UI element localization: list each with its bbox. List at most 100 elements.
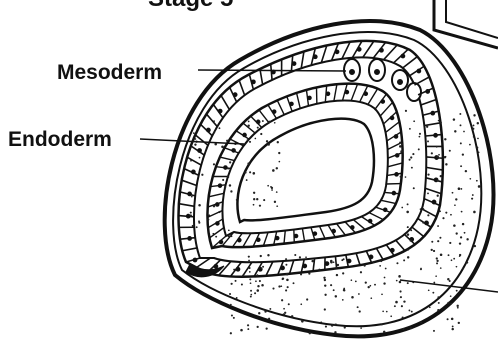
stipple-dot xyxy=(305,256,307,258)
cell-wall xyxy=(179,204,194,207)
stipple-dot xyxy=(246,179,248,181)
stipple-dot xyxy=(411,311,413,313)
stipple-dot xyxy=(335,266,337,268)
mesoderm-leader xyxy=(198,70,346,71)
stipple-dot xyxy=(400,296,402,298)
stipple-dot xyxy=(402,328,404,330)
stipple-dot xyxy=(266,140,268,142)
stipple-dot xyxy=(190,160,192,162)
stipple-dot xyxy=(247,162,249,164)
cell-nucleus xyxy=(294,234,297,237)
stipple-dot xyxy=(337,264,339,266)
cell-nucleus xyxy=(218,184,221,187)
stipple-dot xyxy=(250,282,252,284)
stipple-dot xyxy=(428,289,430,291)
cell-nucleus xyxy=(238,239,241,242)
stipple-dot xyxy=(453,224,456,227)
stipple-dot xyxy=(373,261,375,263)
cell-nucleus xyxy=(216,222,219,225)
stipple-dot xyxy=(445,156,447,158)
stipple-dot xyxy=(267,185,269,187)
stipple-dot xyxy=(473,136,475,138)
stipple-dot xyxy=(442,217,444,219)
stipple-dot xyxy=(469,178,471,180)
cell-nucleus xyxy=(431,112,434,115)
stipple-dot xyxy=(247,328,249,330)
stipple-dot xyxy=(256,198,258,200)
stipple-dot xyxy=(227,167,229,169)
stipple-dot xyxy=(281,285,283,287)
stipple-dot xyxy=(440,175,442,177)
stipple-dot xyxy=(271,189,273,191)
stipple-dot xyxy=(407,233,410,236)
stipple-dot xyxy=(249,141,251,143)
stipple-dot xyxy=(228,235,230,237)
stipple-dot xyxy=(462,154,464,156)
stipple-dot xyxy=(255,280,257,282)
stipple-dot xyxy=(335,295,337,297)
stipple-dot xyxy=(228,229,230,231)
cell-nucleus xyxy=(351,226,354,229)
stipple-dot xyxy=(453,118,455,120)
stipple-dot xyxy=(285,258,287,260)
stipple-dot xyxy=(250,294,252,296)
stipple-dot xyxy=(192,225,194,227)
stipple-dot xyxy=(360,327,362,329)
stipple-dot xyxy=(449,242,451,244)
stipple-dot xyxy=(411,167,413,169)
stipple-dot xyxy=(193,132,195,134)
stipple-dot xyxy=(253,198,255,200)
stipple-dot xyxy=(460,165,462,167)
stipple-dot xyxy=(222,179,224,181)
stipple-dot xyxy=(458,187,461,190)
cell-nucleus xyxy=(401,54,404,57)
stipple-dot xyxy=(299,256,301,258)
cell-wall xyxy=(421,99,437,104)
stipple-dot xyxy=(409,159,411,161)
cell-wall xyxy=(182,248,197,251)
stipple-dot xyxy=(253,204,255,206)
stipple-dot xyxy=(253,192,255,194)
stipple-dot xyxy=(440,121,442,123)
stipple-dot xyxy=(451,259,453,261)
stipple-dot xyxy=(436,260,438,262)
stipple-dot xyxy=(420,208,422,210)
stipple-dot xyxy=(323,277,325,279)
cell-nucleus xyxy=(396,154,399,157)
stipple-dot xyxy=(437,225,439,227)
stipple-dot xyxy=(261,267,263,269)
stipple-dot xyxy=(437,296,439,298)
cell-nucleus xyxy=(325,262,328,265)
stipple-dot xyxy=(420,322,422,324)
stipple-dot xyxy=(198,204,201,207)
stipple-dot xyxy=(368,286,370,288)
stipple-dot xyxy=(471,198,473,200)
stipple-dot xyxy=(218,211,220,213)
mesoderm-label: Mesoderm xyxy=(57,62,162,83)
stipple-dot xyxy=(263,199,265,201)
stipple-dot xyxy=(283,308,285,310)
stipple-dot xyxy=(341,259,343,261)
stipple-dot xyxy=(276,191,278,193)
stipple-dot xyxy=(212,233,214,235)
cell-wall xyxy=(242,262,252,277)
stipple-dot xyxy=(386,311,388,313)
stipple-dot xyxy=(399,290,401,292)
stipple-dot xyxy=(247,139,249,141)
cell-wall xyxy=(396,240,405,250)
stipple-dot xyxy=(285,264,287,266)
stipple-dot xyxy=(459,113,461,115)
cell-nucleus xyxy=(234,93,237,96)
stipple-dot xyxy=(432,292,434,294)
cell-nucleus xyxy=(392,191,395,194)
stipple-dot xyxy=(278,285,280,287)
stipple-dot xyxy=(233,269,235,271)
cell-wall xyxy=(414,77,429,85)
stipple-dot xyxy=(462,223,464,225)
stipple-dot xyxy=(440,253,443,256)
stipple-dot xyxy=(198,222,200,224)
cell-wall xyxy=(220,157,235,160)
stipple-dot xyxy=(437,195,439,197)
stipple-dot xyxy=(405,110,407,112)
stipple-dot xyxy=(472,128,474,130)
